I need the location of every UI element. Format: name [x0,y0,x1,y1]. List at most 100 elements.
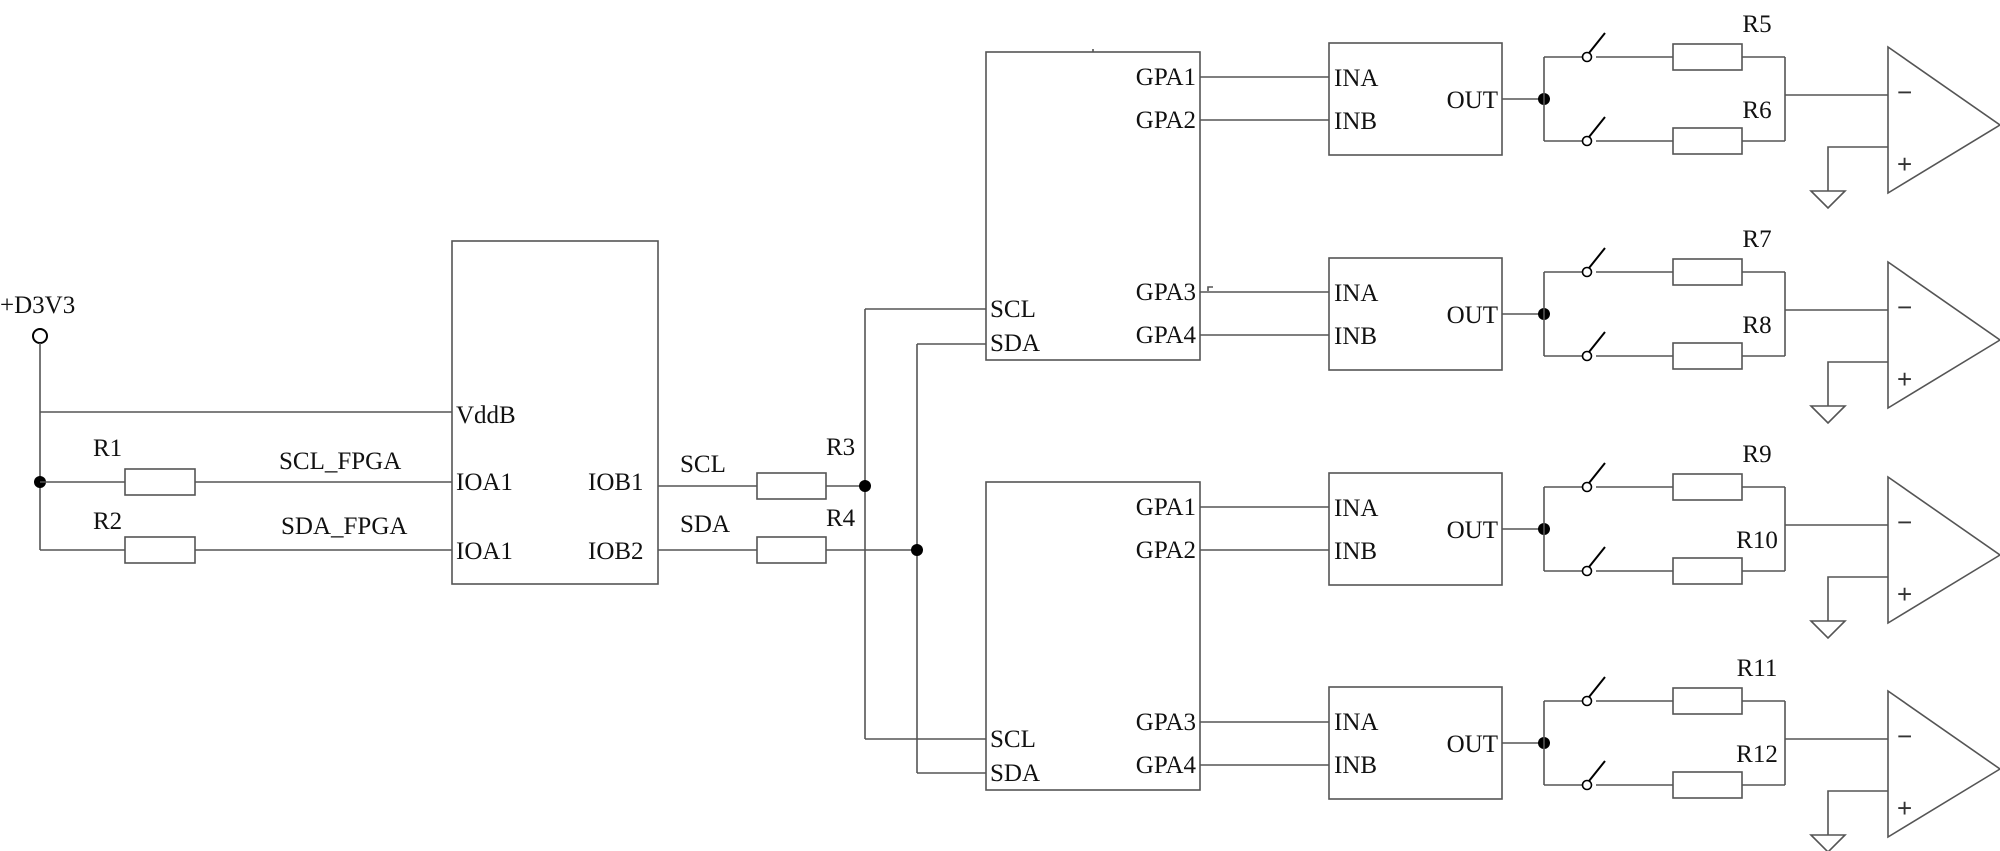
pin-ina: INA [1334,709,1378,736]
stray-tick-mark [1207,286,1213,291]
pin-gpa3: GPA3 [1136,279,1196,306]
switch-lever-icon [1588,462,1606,484]
resistor-r1 [124,468,196,496]
pin-iob1: IOB1 [588,469,644,496]
switch-lever-icon [1588,676,1606,698]
pin-ina: INA [1334,495,1378,522]
switch-pivot-icon [1581,565,1593,577]
pin-gpa3: GPA3 [1136,709,1196,736]
pin-ioa1: IOA1 [456,469,513,496]
resistor-r2 [124,536,196,564]
level-shifter-chip: VddB IOA1 IOA1 IOB1 IOB2 [451,240,659,585]
ground-icon [1809,620,1847,640]
switch-lever-icon [1588,760,1606,782]
resistor-bottom [1672,771,1743,799]
non-inverting-input-wire [1827,146,1888,191]
plus-sign: + [1897,579,1912,609]
resistor-top [1672,43,1743,71]
switch-pivot-icon [1581,51,1593,63]
op-amp-icon [1887,475,2000,625]
pin-sda: SDA [990,330,1040,357]
resistor-top [1672,687,1743,715]
pin-out: OUT [1447,87,1498,114]
resistor-bottom-label: R6 [1742,97,1771,124]
resistor-top-label: R7 [1742,226,1771,253]
minus-sign: − [1897,77,1912,107]
resistor-bottom-label: R12 [1736,741,1778,768]
resistor-top [1672,473,1743,501]
pin-gpa1: GPA1 [1136,494,1196,521]
switch-pivot-icon [1581,266,1593,278]
pin-inb: INB [1334,108,1377,135]
switch-pivot-icon [1581,350,1593,362]
resistor-r4 [756,536,827,564]
plus-sign: + [1897,149,1912,179]
resistor-r2-label: R2 [93,508,122,535]
resistor-bottom-label: R10 [1736,527,1778,554]
switch-lever-icon [1588,546,1606,568]
i2c-bus-section: SCL R3 SDA R4 [658,308,986,774]
pin-out: OUT [1447,302,1498,329]
logic-block [1328,472,1503,586]
pin-ioa1-second: IOA1 [456,538,513,565]
ground-icon [1809,834,1847,851]
logic-block [1328,686,1503,800]
switch-pivot-icon [1581,135,1593,147]
pin-gpa1: GPA1 [1136,64,1196,91]
plus-sign: + [1897,793,1912,823]
pin-iob2: IOB2 [588,538,644,565]
resistor-r4-label: R4 [826,505,856,532]
resistor-bottom-label: R8 [1742,312,1771,339]
resistor-top [1672,258,1743,286]
switch-lever-icon [1588,116,1606,138]
resistor-bottom [1672,127,1743,155]
switch-lever-icon [1588,247,1606,269]
non-inverting-input-wire [1827,361,1888,406]
resistor-top-label: R11 [1737,655,1778,682]
scl-junction-dot [859,480,871,492]
op-amp-icon [1887,689,2000,839]
pin-gpa2: GPA2 [1136,537,1196,564]
io-expanders: GPA1GPA2GPA3GPA4SCLSDAGPA1GPA2GPA3GPA4SC… [985,51,1329,791]
pin-ina: INA [1334,65,1378,92]
plus-sign: + [1897,364,1912,394]
pin-gpa2: GPA2 [1136,107,1196,134]
switch-pivot-icon [1581,481,1593,493]
pin-sda: SDA [990,760,1040,787]
minus-sign: − [1897,507,1912,537]
switch-pivot-icon [1581,779,1593,791]
op-amp-icon [1887,260,2000,410]
pin-ina: INA [1334,280,1378,307]
non-inverting-input-wire [1827,576,1888,621]
ground-icon [1809,190,1847,210]
non-inverting-input-wire [1827,790,1888,835]
level-shifter-body [451,240,659,585]
pin-gpa4: GPA4 [1136,752,1197,779]
resistor-top-label: R5 [1742,11,1771,38]
power-label: +D3V3 [0,292,75,319]
sda-net-label: SDA [680,511,730,538]
pin-inb: INB [1334,752,1377,779]
power-terminal-icon [32,328,48,344]
pin-out: OUT [1447,517,1498,544]
pin-out: OUT [1447,731,1498,758]
resistor-r3 [756,472,827,500]
pin-scl: SCL [990,726,1036,753]
scl-net-label: SCL [680,451,726,478]
pin-gpa4: GPA4 [1136,322,1197,349]
resistor-top-label: R9 [1742,441,1771,468]
pin-scl: SCL [990,296,1036,323]
ground-icon [1809,405,1847,425]
output-channels: INAINBOUTR5R6−+INAINBOUTR7R8−+INAINBOUTR… [1328,11,2000,851]
pin-vddb: VddB [456,402,516,429]
resistor-r3-label: R3 [826,434,855,461]
resistor-r1-label: R1 [93,435,122,462]
minus-sign: − [1897,721,1912,751]
logic-block [1328,42,1503,156]
